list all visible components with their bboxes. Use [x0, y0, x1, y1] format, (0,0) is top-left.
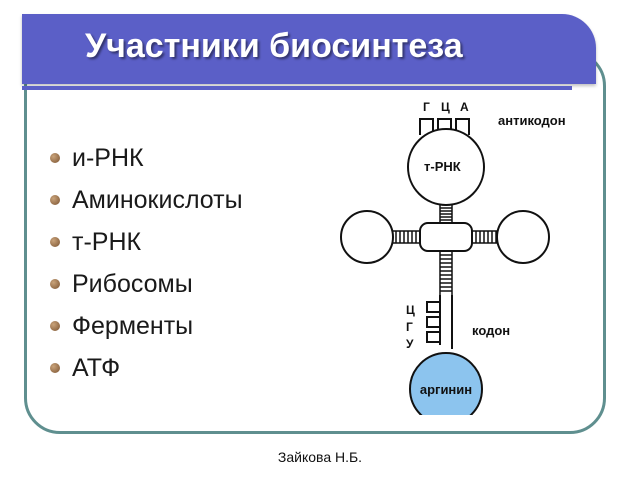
- bullet-text: и-РНК: [72, 144, 144, 172]
- bullet-icon: [50, 195, 60, 205]
- trna-diagram: Г Ц А антикодон т-РНК Ц Г У кодон а: [340, 100, 566, 415]
- stem-lines: [388, 205, 504, 295]
- anticodon-bumps: [419, 118, 470, 135]
- bullet-list: и-РНК Аминокислоты т-РНК Рибосомы Фермен…: [50, 140, 243, 392]
- right-loop: [496, 210, 550, 264]
- bullet-icon: [50, 363, 60, 373]
- bullet-item: Рибосомы: [50, 266, 243, 308]
- trna-label: т-РНК: [424, 159, 461, 174]
- codon-letter: У: [406, 337, 414, 351]
- anticodon-letter: А: [460, 100, 469, 114]
- codon-letter: Ц: [406, 303, 415, 317]
- anticodon-letter: Г: [423, 100, 430, 114]
- amino-acid-label: аргинин: [420, 382, 472, 397]
- bullet-item: Ферменты: [50, 308, 243, 350]
- bullet-icon: [50, 153, 60, 163]
- junction: [419, 222, 473, 252]
- anticodon-label: антикодон: [498, 113, 566, 128]
- bullet-text: АТФ: [72, 354, 121, 382]
- bullet-item: и-РНК: [50, 140, 243, 182]
- codon-bumps: [426, 301, 440, 343]
- anticodon-loop: [407, 128, 485, 206]
- codon-label: кодон: [472, 323, 510, 338]
- bullet-item: Аминокислоты: [50, 182, 243, 224]
- left-loop: [340, 210, 394, 264]
- bullet-text: Рибосомы: [72, 270, 193, 298]
- anticodon-letter: Ц: [441, 100, 450, 114]
- amino-acid-circle: [409, 352, 483, 415]
- bullet-icon: [50, 321, 60, 331]
- bullet-item: т-РНК: [50, 224, 243, 266]
- codon-letter: Г: [406, 320, 413, 334]
- bullet-item: АТФ: [50, 350, 243, 392]
- bullet-text: Аминокислоты: [72, 186, 243, 214]
- footer-author: Зайкова Н.Б.: [277, 449, 363, 465]
- bullet-text: Ферменты: [72, 312, 194, 340]
- slide-title: Участники биосинтеза: [85, 27, 463, 65]
- bullet-icon: [50, 279, 60, 289]
- bullet-icon: [50, 237, 60, 247]
- title-bar: [22, 14, 596, 90]
- bullet-text: т-РНК: [72, 228, 142, 256]
- title-underline: [22, 86, 572, 90]
- lower-stem: [439, 295, 453, 349]
